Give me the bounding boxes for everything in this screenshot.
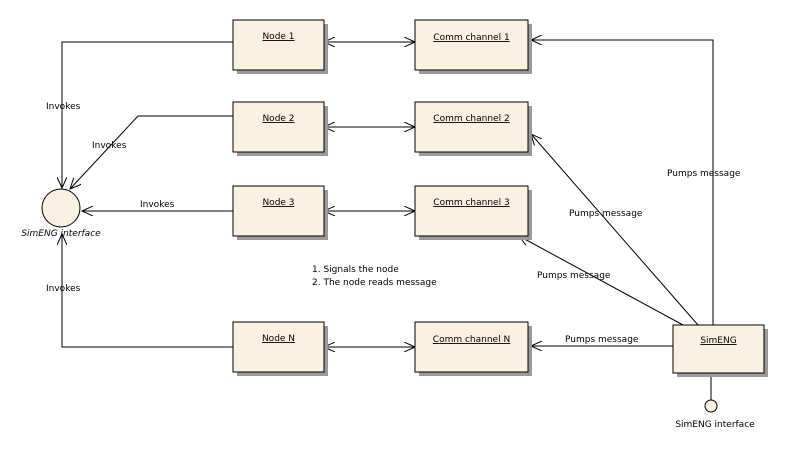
simeng-interface-left-label: SimENG interface: [21, 229, 101, 239]
node-2-label: Node 2: [262, 114, 294, 124]
simeng-interface-bottom-label: SimENG interface: [675, 420, 755, 430]
simeng-box[interactable]: SimENG: [672, 324, 768, 377]
node-2-box[interactable]: Node 2: [232, 101, 328, 156]
pumps-connector-channel-2: [531, 134, 699, 326]
pumps-message-label-2: Pumps message: [569, 209, 643, 219]
comm-channel-2-box[interactable]: Comm channel 2: [414, 101, 532, 156]
invokes-label-3: Invokes: [140, 200, 175, 210]
comm-channel-2-label: Comm channel 2: [433, 114, 509, 124]
node-1-box[interactable]: Node 1: [232, 19, 328, 74]
node-n-label: Node N: [262, 334, 295, 344]
note-line-1: 1. Signals the node: [312, 265, 399, 275]
simeng-label: SimENG: [700, 336, 736, 346]
pumps-message-label-n: Pumps message: [565, 335, 639, 345]
comm-channel-n-label: Comm channel N: [433, 335, 510, 345]
comm-channel-1-box[interactable]: Comm channel 1: [414, 19, 532, 74]
comm-channel-1-label: Comm channel 1: [433, 33, 509, 43]
node-n-box[interactable]: Node N: [232, 321, 328, 376]
invokes-connector-node-n: [62, 234, 233, 348]
simeng-interface-circle[interactable]: [41, 188, 81, 228]
comm-channel-3-label: Comm channel 3: [433, 198, 509, 208]
invokes-label-1: Invokes: [46, 102, 81, 112]
note-line-2: 2. The node reads message: [312, 278, 437, 288]
pumps-connector-channel-3: [519, 236, 684, 326]
pumps-message-label-3: Pumps message: [537, 271, 611, 281]
comm-channel-3-box[interactable]: Comm channel 3: [414, 185, 532, 240]
invokes-connector-node-2: [70, 115, 233, 189]
node-1-label: Node 1: [262, 32, 294, 42]
comm-channel-n-box[interactable]: Comm channel N: [414, 321, 532, 376]
invokes-label-2: Invokes: [92, 141, 127, 151]
node-3-label: Node 3: [262, 198, 294, 208]
simeng-interface-small-circle[interactable]: [704, 399, 718, 413]
invokes-connector-node-1: [62, 41, 233, 188]
pumps-connector-channel-1: [531, 40, 714, 325]
invokes-label-n: Invokes: [46, 284, 81, 294]
pumps-message-label-1: Pumps message: [667, 169, 741, 179]
node-3-box[interactable]: Node 3: [232, 185, 328, 240]
